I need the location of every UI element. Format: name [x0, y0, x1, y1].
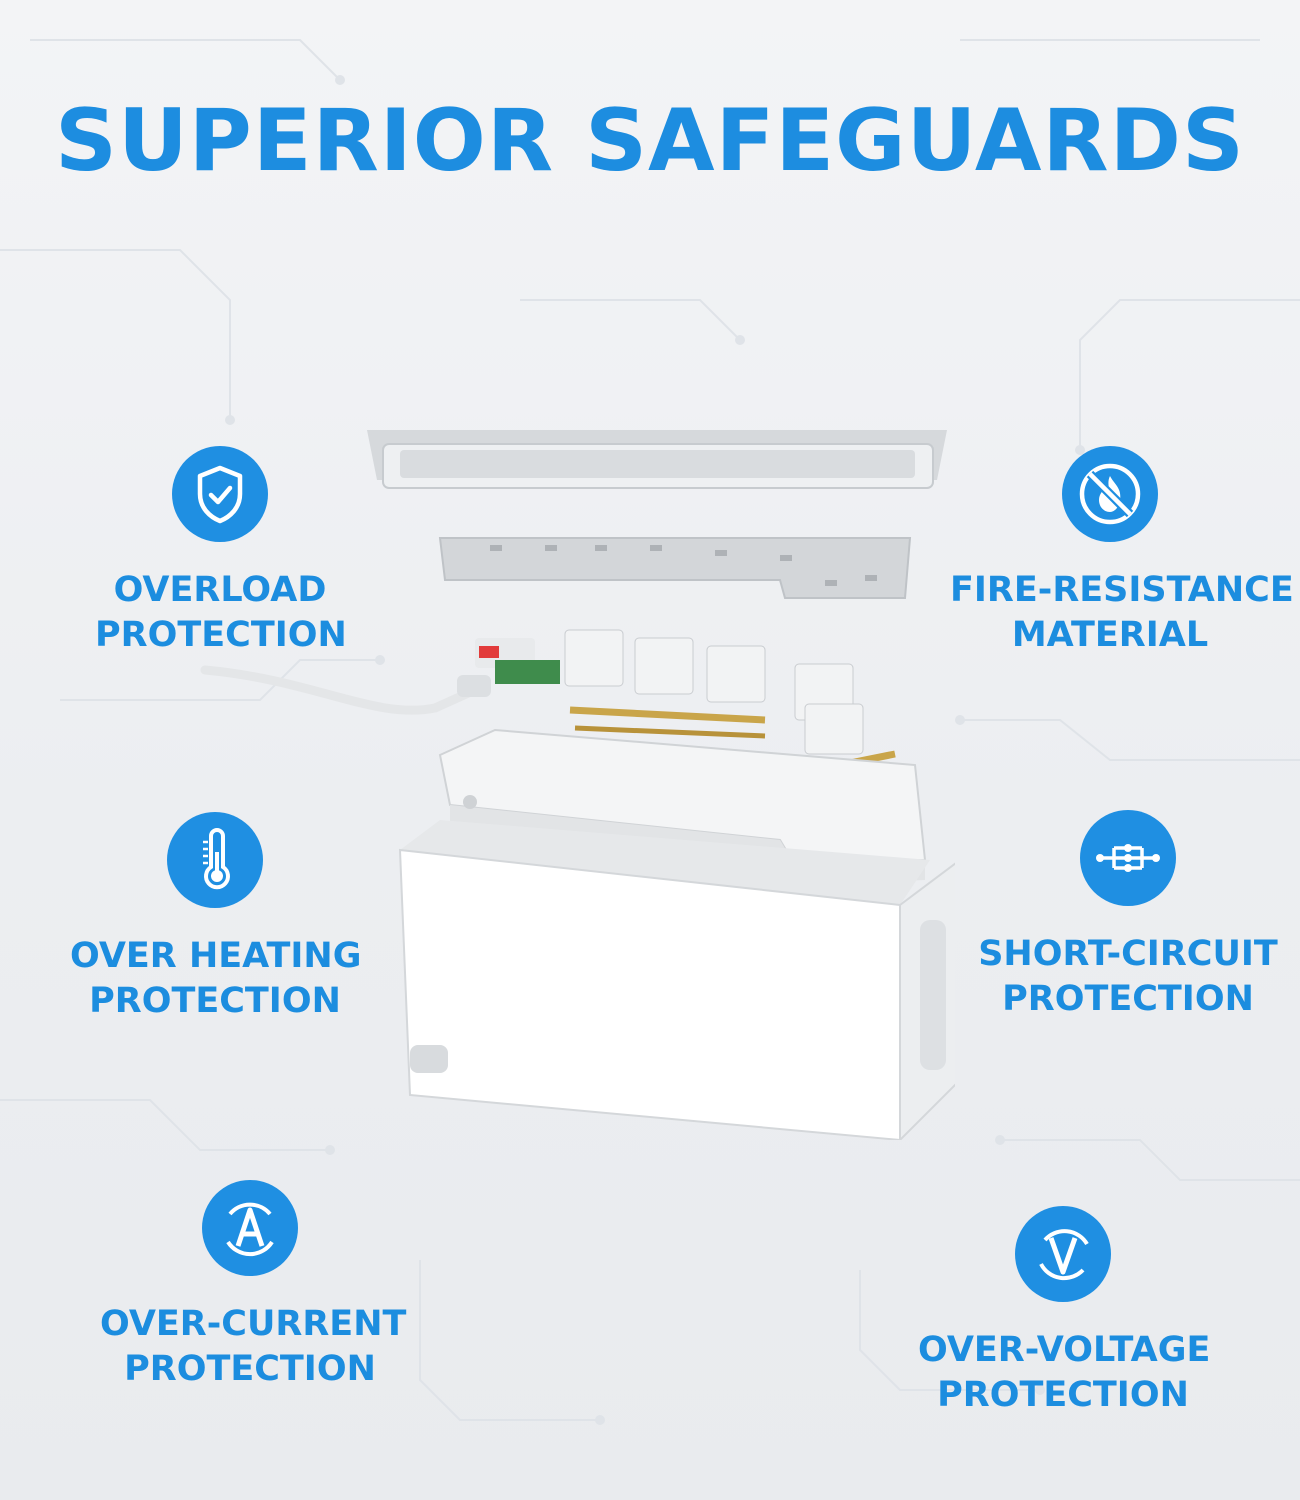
feature-fire-resistance-material: FIRE-RESISTANCE MATERIAL: [950, 446, 1294, 658]
shield-check-icon: [172, 446, 268, 542]
lid: [367, 430, 947, 489]
feature-label-line1: OVERLOAD: [113, 570, 327, 610]
feature-label-line1: OVER-VOLTAGE: [918, 1330, 1211, 1370]
thermometer-icon: [167, 812, 263, 908]
feature-label-line2: MATERIAL: [1011, 615, 1209, 655]
side-cable-slot: [920, 920, 946, 1070]
feature-label-line1: SHORT-CIRCUIT: [978, 934, 1278, 974]
socket-top-plate: [438, 537, 912, 599]
feature-label-line2: PROTECTION: [89, 981, 341, 1021]
feature-label-line1: FIRE-RESISTANCE: [950, 570, 1294, 610]
feature-label-line2: PROTECTION: [124, 1349, 376, 1389]
base-box: [398, 820, 955, 1140]
circuit-icon: [1080, 810, 1176, 906]
power-switch: [479, 646, 499, 658]
feature-short-circuit-protection: SHORT-CIRCUIT PROTECTION: [978, 810, 1278, 1022]
page-title: SUPERIOR SAFEGUARDS: [55, 91, 1245, 191]
feature-overload-protection: OVERLOAD PROTECTION: [95, 446, 347, 658]
circuit-board: [495, 660, 560, 684]
cable-outlet-slot: [410, 1045, 448, 1073]
feature-over-voltage-protection: OVER-VOLTAGE PROTECTION: [918, 1206, 1211, 1418]
voltage-icon: [1015, 1206, 1111, 1302]
ampere-icon: [202, 1180, 298, 1276]
no-fire-icon: [1062, 446, 1158, 542]
feature-over-current-protection: OVER-CURRENT PROTECTION: [100, 1180, 407, 1392]
cable-plug: [457, 675, 491, 697]
feature-label-line1: OVER HEATING: [70, 936, 362, 976]
feature-label-line2: PROTECTION: [95, 615, 347, 655]
product-illustration: [200, 430, 955, 1140]
feature-label-line1: OVER-CURRENT: [100, 1304, 407, 1344]
feature-over-heating-protection: OVER HEATING PROTECTION: [70, 812, 362, 1024]
feature-label-line2: PROTECTION: [1002, 979, 1254, 1019]
socket-modules: [475, 629, 896, 791]
power-cable: [200, 665, 480, 715]
feature-label-line2: PROTECTION: [937, 1375, 1189, 1415]
